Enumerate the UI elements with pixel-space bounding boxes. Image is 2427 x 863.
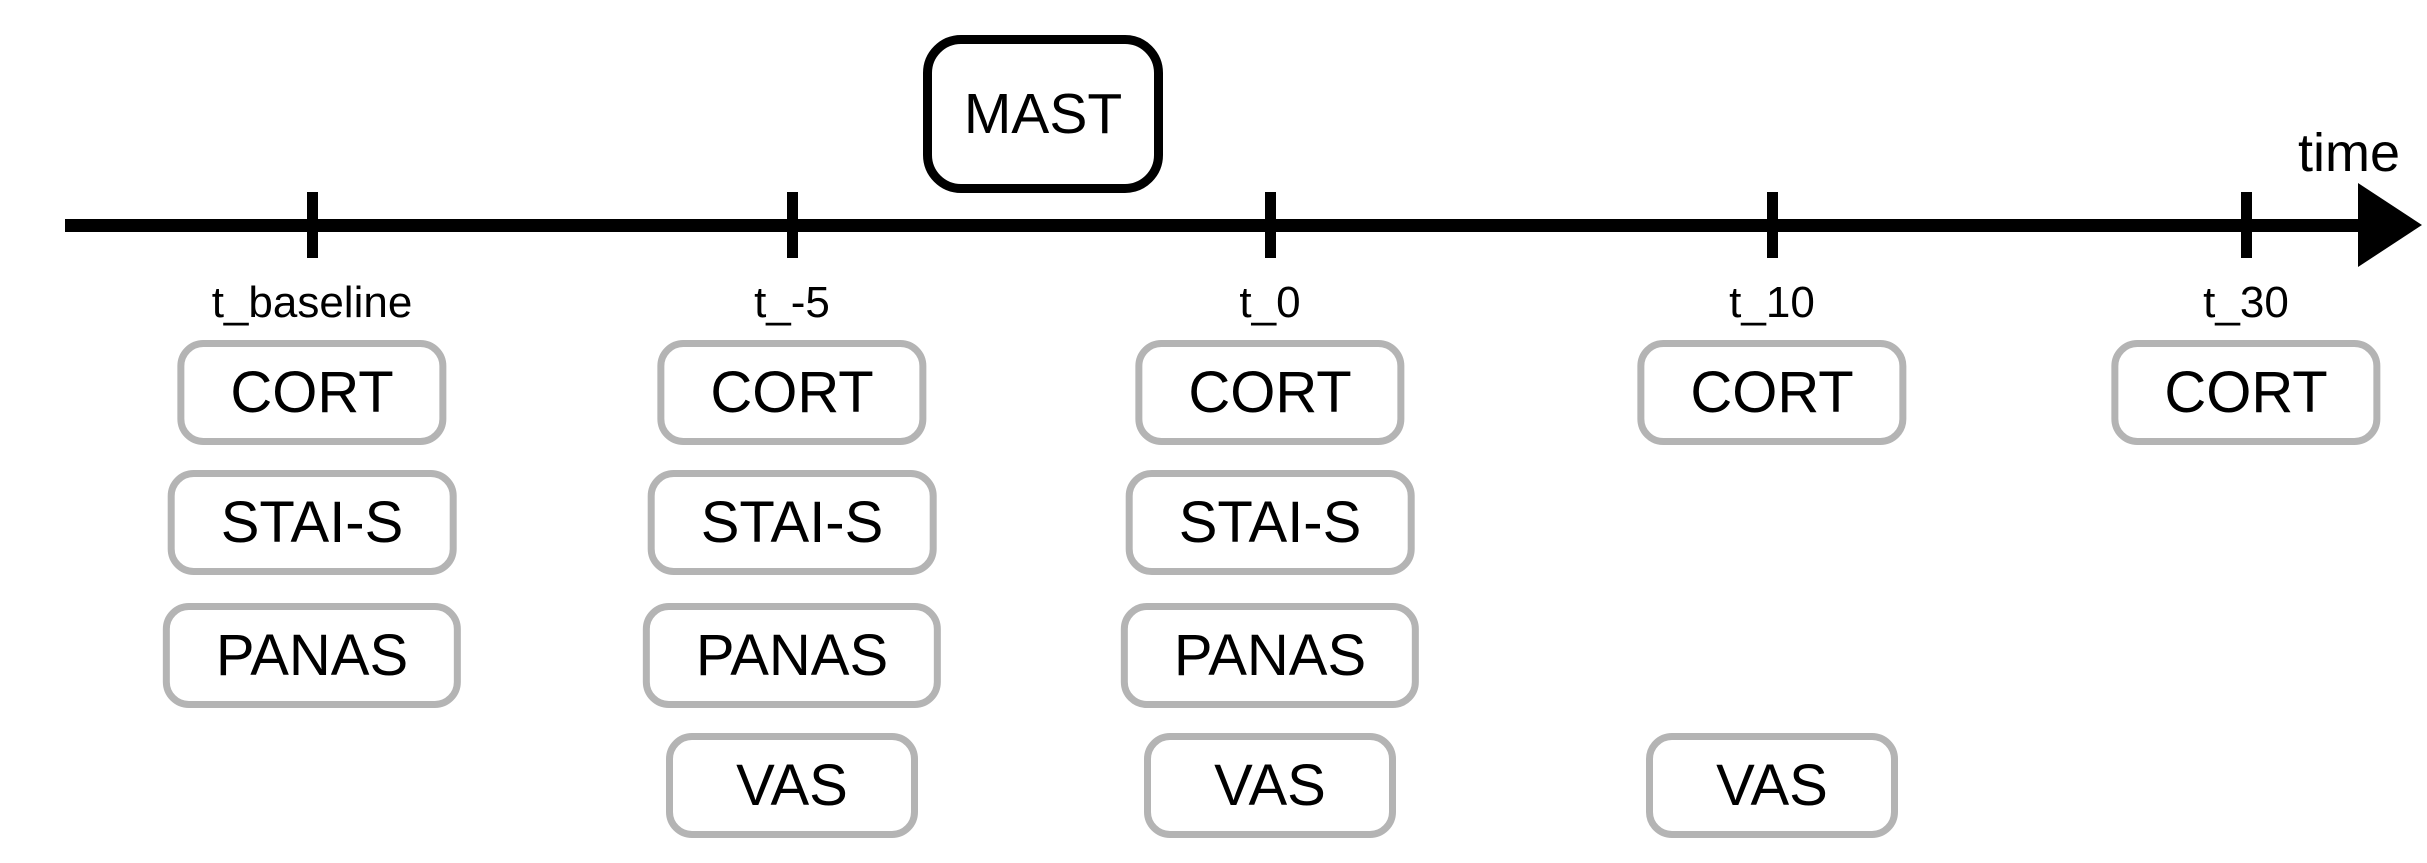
- tick-label-t_-5: t_-5: [754, 278, 830, 327]
- tick-label-t_baseline: t_baseline: [211, 278, 413, 327]
- measure-box-cort-t_baseline: CORT: [177, 340, 447, 445]
- axis-tick-t_-5: [786, 192, 798, 258]
- measure-box-stai-s-t_0: STAI-S: [1125, 470, 1415, 575]
- axis-tick-t_0: [1264, 192, 1276, 258]
- measure-box-stai-s-t_baseline: STAI-S: [167, 470, 457, 575]
- axis-tick-t_30: [2240, 192, 2252, 258]
- measure-box-cort-t_0: CORT: [1135, 340, 1405, 445]
- tick-label-t_30: t_30: [2203, 278, 2289, 327]
- measure-box-vas-t_10: VAS: [1646, 733, 1898, 838]
- time-axis-arrowhead-icon: [2358, 183, 2422, 267]
- axis-tick-t_baseline: [306, 192, 318, 258]
- measure-box-cort-t_-5: CORT: [657, 340, 927, 445]
- mast-event-label: MAST: [963, 82, 1123, 146]
- mast-event-box: MAST: [923, 35, 1163, 193]
- measure-box-panas-t_baseline: PANAS: [162, 603, 462, 708]
- measure-box-cort-t_10: CORT: [1637, 340, 1907, 445]
- measure-box-panas-t_0: PANAS: [1120, 603, 1420, 708]
- measure-box-stai-s-t_-5: STAI-S: [647, 470, 937, 575]
- axis-tick-t_10: [1766, 192, 1778, 258]
- measure-box-panas-t_-5: PANAS: [642, 603, 942, 708]
- measure-box-vas-t_-5: VAS: [666, 733, 918, 838]
- measure-box-vas-t_0: VAS: [1144, 733, 1396, 838]
- measure-box-cort-t_30: CORT: [2111, 340, 2381, 445]
- time-axis-label: time: [2298, 123, 2401, 183]
- time-axis-line: [65, 219, 2365, 232]
- tick-label-t_10: t_10: [1729, 278, 1815, 327]
- tick-label-t_0: t_0: [1239, 278, 1301, 327]
